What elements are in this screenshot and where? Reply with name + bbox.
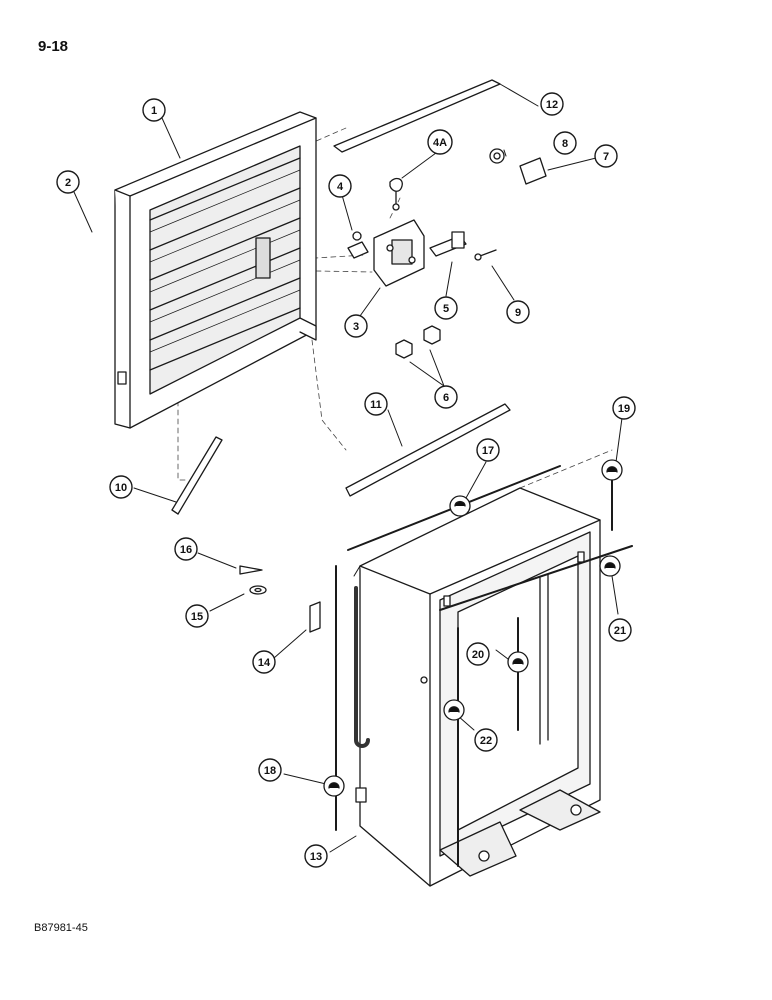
callouts: 1 2 3 4 4A 5 6 7 8 9 10 11 12 13 14 15 1… [56, 92, 636, 868]
callout-label: 19 [618, 403, 630, 415]
seal-strip-12 [333, 79, 501, 153]
callout-17: 17 [476, 438, 500, 462]
figure-id: B87981-45 [34, 922, 88, 934]
callout-label: 18 [264, 765, 276, 777]
callout-18: 18 [258, 758, 282, 782]
callout-12: 12 [540, 92, 564, 116]
seal-strips-10-11 [171, 403, 511, 515]
seal-lines [335, 465, 633, 867]
callout-label: 13 [310, 851, 322, 863]
callout-16: 16 [174, 537, 198, 561]
callout-14: 14 [252, 650, 276, 674]
callout-label: 12 [546, 99, 558, 111]
callout-label: 21 [614, 625, 626, 637]
callout-8: 8 [553, 131, 577, 155]
callout-5: 5 [434, 296, 458, 320]
callout-1: 1 [142, 98, 166, 122]
callout-label: 6 [443, 392, 449, 404]
callout-2: 2 [56, 170, 80, 194]
callout-label: 22 [480, 735, 492, 747]
callout-label: 20 [472, 649, 484, 661]
callout-label: 1 [151, 105, 157, 117]
callout-label: 17 [482, 445, 494, 457]
callout-label: 16 [180, 544, 192, 556]
callout-15: 15 [185, 604, 209, 628]
callout-label: 7 [603, 151, 609, 163]
callout-21: 21 [608, 618, 632, 642]
nuts-6 [395, 325, 441, 359]
callout-19: 19 [612, 396, 636, 420]
callout-label: 14 [258, 657, 271, 669]
callout-11: 11 [364, 392, 388, 416]
callout-label: 2 [65, 177, 71, 189]
callout-label: 15 [191, 611, 203, 623]
callout-9: 9 [506, 300, 530, 324]
callout-6: 6 [434, 385, 458, 409]
callout-label: 9 [515, 307, 521, 319]
callout-4a: 4A [427, 129, 453, 155]
callout-7: 7 [594, 144, 618, 168]
callout-label: 8 [562, 138, 568, 150]
callout-label: 11 [370, 399, 382, 411]
callout-20: 20 [466, 642, 490, 666]
callout-label: 5 [443, 303, 449, 315]
latch-parts [347, 148, 547, 287]
seal-clip-icons [323, 459, 623, 797]
shutter-assembly [114, 111, 317, 429]
hinge-pin-parts [239, 565, 321, 633]
callout-3: 3 [344, 314, 368, 338]
callout-label: 3 [353, 321, 359, 333]
callout-label: 4 [337, 181, 344, 193]
callout-22: 22 [474, 728, 498, 752]
callout-4: 4 [328, 174, 352, 198]
callout-label: 10 [115, 482, 127, 494]
callout-label: 4A [433, 137, 447, 149]
shroud-frame [353, 487, 601, 887]
page-number: 9-18 [38, 38, 69, 55]
callout-10: 10 [109, 475, 133, 499]
callout-13: 13 [304, 844, 328, 868]
